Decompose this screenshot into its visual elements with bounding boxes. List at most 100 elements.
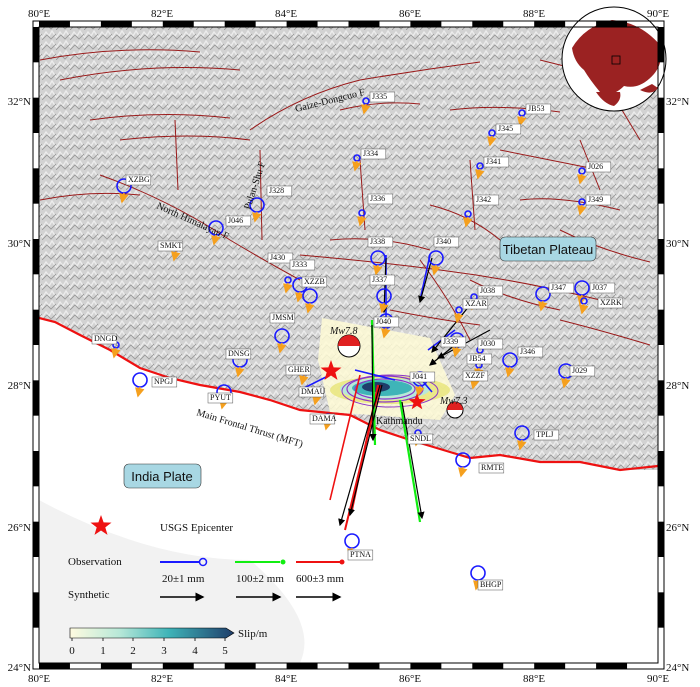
station-label: PYUT [210, 393, 231, 402]
station-gher: GHER [285, 364, 312, 386]
m78-label: Mw7.8 [329, 326, 358, 337]
station-label: J337 [372, 275, 387, 284]
station-jmsm: JMSM [269, 312, 296, 354]
lon-tick-bottom: 82°E [151, 673, 173, 685]
india-label-box: India Plate [123, 463, 202, 489]
station-label: J029 [572, 366, 587, 375]
station-label: J336 [370, 194, 385, 203]
tibet-label: Tibetan Plateau [503, 242, 594, 257]
station-label: J340 [436, 237, 451, 246]
displacement-vectors [299, 254, 491, 531]
station-j041: J041 [409, 371, 436, 397]
slip-tick: 3 [161, 645, 167, 657]
lat-tick-right: 30°N [666, 238, 689, 250]
slip-tick: 5 [222, 645, 228, 657]
station-label: JMSM [272, 313, 294, 322]
station-label: J041 [412, 372, 427, 381]
station-label: J342 [476, 195, 491, 204]
station-label: J040 [376, 317, 391, 326]
station-sndl: SNDL [407, 429, 434, 447]
station-j347: J347 [535, 282, 575, 312]
lon-tick-top: 88°E [523, 8, 545, 20]
epicenter-star-m78 [320, 360, 342, 380]
station-label: J345 [498, 124, 513, 133]
lon-tick-bottom: 86°E [399, 673, 421, 685]
lon-tick-top: 90°E [647, 8, 669, 20]
station-label: RMTE [481, 463, 503, 472]
station-label: J046 [228, 216, 243, 225]
station-pyut: PYUT [207, 384, 234, 410]
station-label: J037 [592, 283, 607, 292]
legend-scale-blue: 20±1 mm [162, 573, 205, 585]
lon-tick-bottom: 90°E [647, 673, 669, 685]
station-label: DMAU [301, 387, 326, 396]
station-label: J030 [480, 339, 495, 348]
lon-tick-bottom: 84°E [275, 673, 297, 685]
station-label: SMKT [160, 241, 182, 250]
station-label: TPLJ [536, 430, 553, 439]
lat-tick-left: 24°N [8, 662, 31, 674]
slip-tick: 2 [130, 645, 136, 657]
station-j346: J346 [502, 346, 544, 378]
station-xzzf: XZZF [462, 370, 489, 390]
station-dmau: DMAU [298, 386, 326, 406]
tibet-label-box: Tibetan Plateau [499, 236, 597, 262]
station-label: J334 [363, 149, 378, 158]
station-label: J333 [292, 260, 307, 269]
station-label: J339 [443, 337, 458, 346]
station-label: XZRK [600, 298, 622, 307]
station-label: JB54 [469, 354, 485, 363]
fault-lines [39, 49, 651, 346]
india-label: India Plate [131, 469, 192, 484]
station-label: J328 [269, 186, 284, 195]
station-j333: J333 [289, 259, 316, 303]
station-j342: J342 [463, 194, 500, 228]
station-label: J335 [372, 92, 387, 101]
legend: USGS Epicenter Observation Synthetic 20±… [68, 515, 345, 657]
station-jb53: JB53 [517, 103, 552, 127]
station-tplj: TPLJ [514, 425, 560, 451]
station-npgj: NPGJ [132, 372, 178, 398]
station-label: SNDL [410, 434, 431, 443]
station-label: BHGP [480, 580, 502, 589]
legend-scale-green: 100±2 mm [236, 573, 284, 585]
map-frame [32, 20, 665, 670]
station-label: XZBG [128, 175, 150, 184]
station-j349: J349 [577, 194, 612, 216]
station-j341: J341 [475, 156, 510, 180]
station-label: DAMA [312, 414, 337, 423]
lat-tick-left: 28°N [8, 380, 31, 392]
beachball-m73 [446, 401, 464, 419]
legend-synthetic: Synthetic [68, 589, 110, 601]
epicenter-star-m73 [408, 393, 426, 410]
station-label: J038 [480, 286, 495, 295]
station-label: XZZB [304, 277, 325, 286]
globe-inset [561, 6, 667, 112]
axis-labels: 80°E80°E82°E82°E84°E84°E86°E86°E88°E88°E… [8, 8, 690, 685]
station-j026: J026 [577, 161, 612, 185]
station-j334: J334 [352, 148, 387, 172]
station-j338: J338 [367, 236, 394, 276]
station-j029: J029 [558, 363, 596, 389]
slip-tick: 4 [192, 645, 198, 657]
lon-tick-top: 84°E [275, 8, 297, 20]
station-xzrk: XZRK [579, 297, 624, 315]
slip-label: Slip/m [238, 628, 268, 640]
station-label: J026 [588, 162, 603, 171]
station-j340: J340 [428, 236, 460, 276]
lon-tick-bottom: 88°E [523, 673, 545, 685]
station-label: GHER [288, 365, 310, 374]
station-j337: J337 [369, 274, 396, 314]
station-label: XZAR [465, 299, 487, 308]
station-label: PTNA [350, 550, 371, 559]
beachball-m78 [337, 334, 361, 358]
lon-tick-top: 86°E [399, 8, 421, 20]
lon-tick-top: 80°E [28, 8, 50, 20]
station-ptna: PTNA [344, 533, 374, 561]
station-xzzb: XZZB [301, 276, 328, 314]
lat-tick-right: 24°N [666, 662, 689, 674]
station-j336: J336 [357, 193, 394, 227]
station-label: J349 [588, 195, 603, 204]
